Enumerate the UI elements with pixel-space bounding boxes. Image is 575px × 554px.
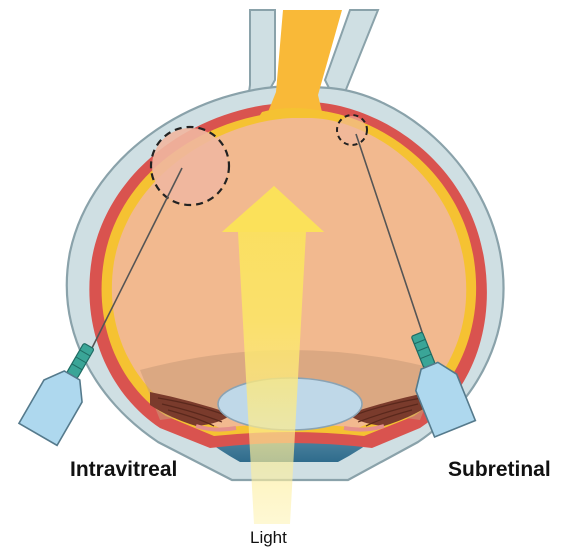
subretinal-target-area (338, 116, 366, 144)
light-label: Light (250, 528, 287, 548)
subretinal-label: Subretinal (448, 458, 551, 482)
intravitreal-label: Intravitreal (70, 458, 177, 482)
intravitreal-target-area (152, 128, 228, 204)
